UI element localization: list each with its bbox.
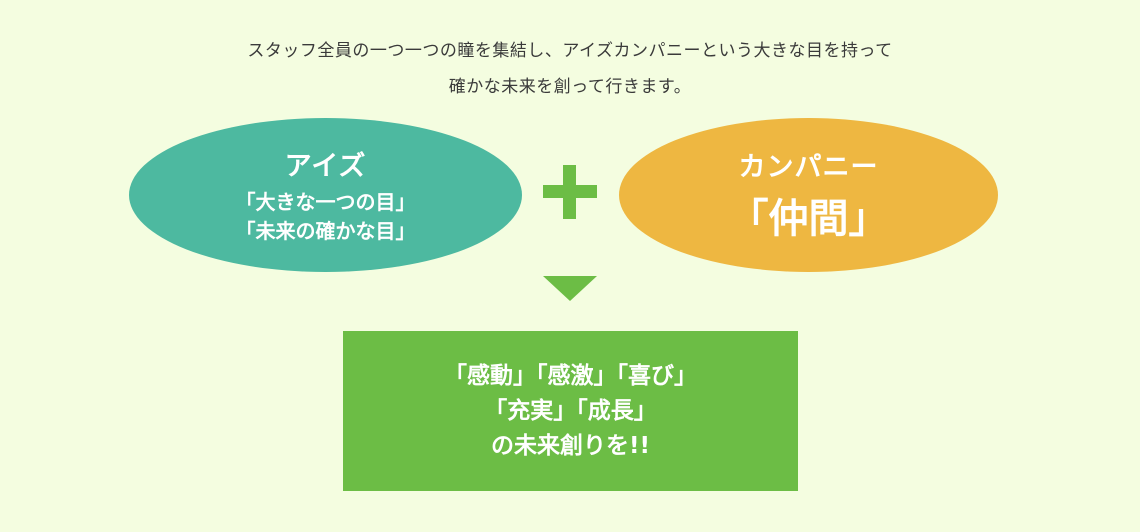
plus-icon [543,165,597,219]
company-title: カンパニー [738,152,879,183]
eyes-meaning-1: 「大きな一つの目」 [235,190,416,214]
intro-text: スタッフ全員の一つ一つの瞳を集結し、アイズカンパニーという大きな目を持って 確か… [0,33,1140,105]
result-text: 「感動」「感激」「喜び」 「充実」「成長」 の未来創りを!! [343,359,798,464]
eyes-ellipse: アイズ 「大きな一つの目」 「未来の確かな目」 [129,118,522,272]
result-line-2: 「充実」「成長」 [484,398,657,424]
result-line-3: の未来創りを!! [491,433,650,459]
company-word: 「仲間」 [728,196,889,242]
down-triangle-icon [543,276,597,301]
result-line-1: 「感動」「感激」「喜び」 [444,363,697,389]
intro-line-2: 確かな未来を創って行きます。 [448,77,692,97]
eyes-meaning-2: 「未来の確かな目」 [235,219,416,243]
eyes-title: アイズ [284,151,367,182]
intro-line-1: スタッフ全員の一つ一つの瞳を集結し、アイズカンパニーという大きな目を持って [247,41,893,61]
company-ellipse: カンパニー 「仲間」 [619,118,998,272]
result-box: 「感動」「感激」「喜び」 「充実」「成長」 の未来創りを!! [343,331,798,491]
eyes-meanings: 「大きな一つの目」 「未来の確かな目」 [129,188,522,246]
plus-icon-vertical-bar [563,165,576,219]
